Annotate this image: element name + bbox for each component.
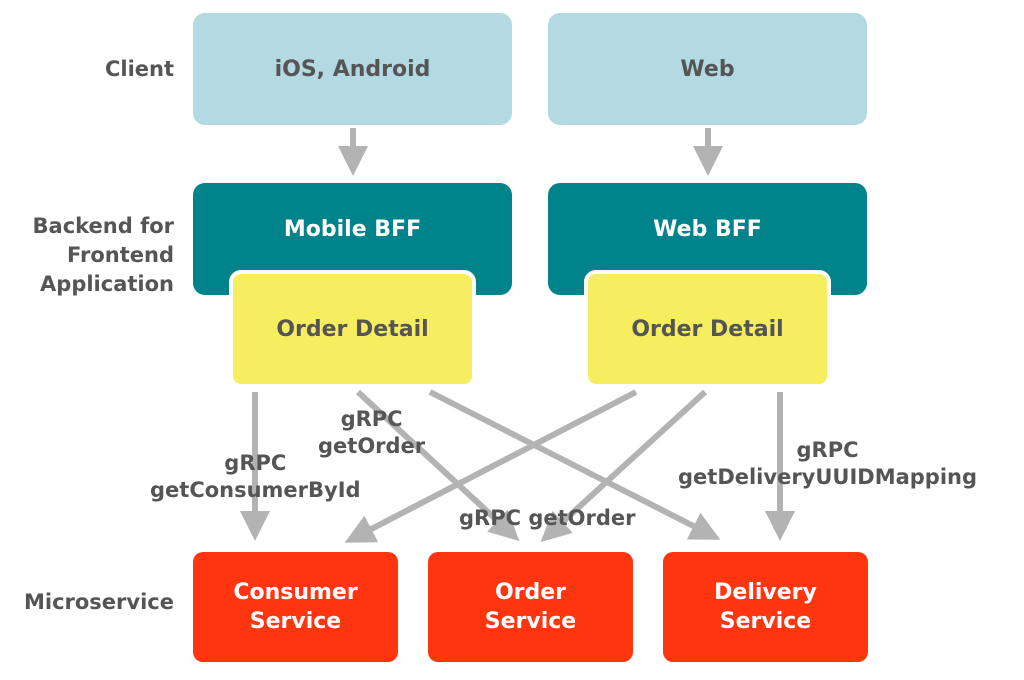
- service-box-delivery: Delivery Service: [663, 552, 868, 662]
- module-box-mobile-order-detail-label: Order Detail: [276, 316, 429, 342]
- module-box-web-order-detail: Order Detail: [584, 270, 831, 388]
- edge-label-get-order-web: gRPC getOrder: [459, 506, 636, 530]
- service-box-order-label: Order Service: [484, 580, 577, 634]
- bff-box-web-label: Web BFF: [653, 217, 762, 242]
- edge-label-get-order-mobile: gRPC getOrder: [318, 407, 426, 458]
- layer-label-bff: Backend for Frontend Application: [32, 214, 174, 296]
- arrow-mobile-to-delivery-service: [428, 389, 721, 540]
- client-box-ios-android-label: iOS, Android: [274, 56, 431, 82]
- service-box-consumer: Consumer Service: [193, 552, 398, 662]
- service-box-delivery-label: Delivery Service: [714, 580, 817, 634]
- module-box-mobile-order-detail: Order Detail: [229, 270, 476, 388]
- arrow-web-to-consumer-service: [344, 389, 638, 543]
- client-box-web-label: Web: [680, 56, 735, 82]
- service-box-consumer-label: Consumer Service: [233, 580, 358, 634]
- edge-label-get-consumer-by-id: gRPC getConsumerById: [150, 451, 361, 502]
- bff-box-mobile-label: Mobile BFF: [283, 217, 422, 242]
- edge-label-get-delivery-uuid-mapping: gRPC getDeliveryUUIDMapping: [678, 438, 978, 489]
- client-box-ios-android: iOS, Android: [193, 13, 512, 125]
- arrow-web-to-order-service: [540, 389, 708, 543]
- layer-label-microservice: Microservice: [23, 590, 174, 614]
- module-box-web-order-detail-label: Order Detail: [631, 316, 784, 342]
- client-box-web: Web: [548, 13, 867, 125]
- layer-label-client: Client: [104, 57, 174, 81]
- service-box-order: Order Service: [428, 552, 633, 662]
- arrow-mobile-to-order-service: [355, 389, 520, 542]
